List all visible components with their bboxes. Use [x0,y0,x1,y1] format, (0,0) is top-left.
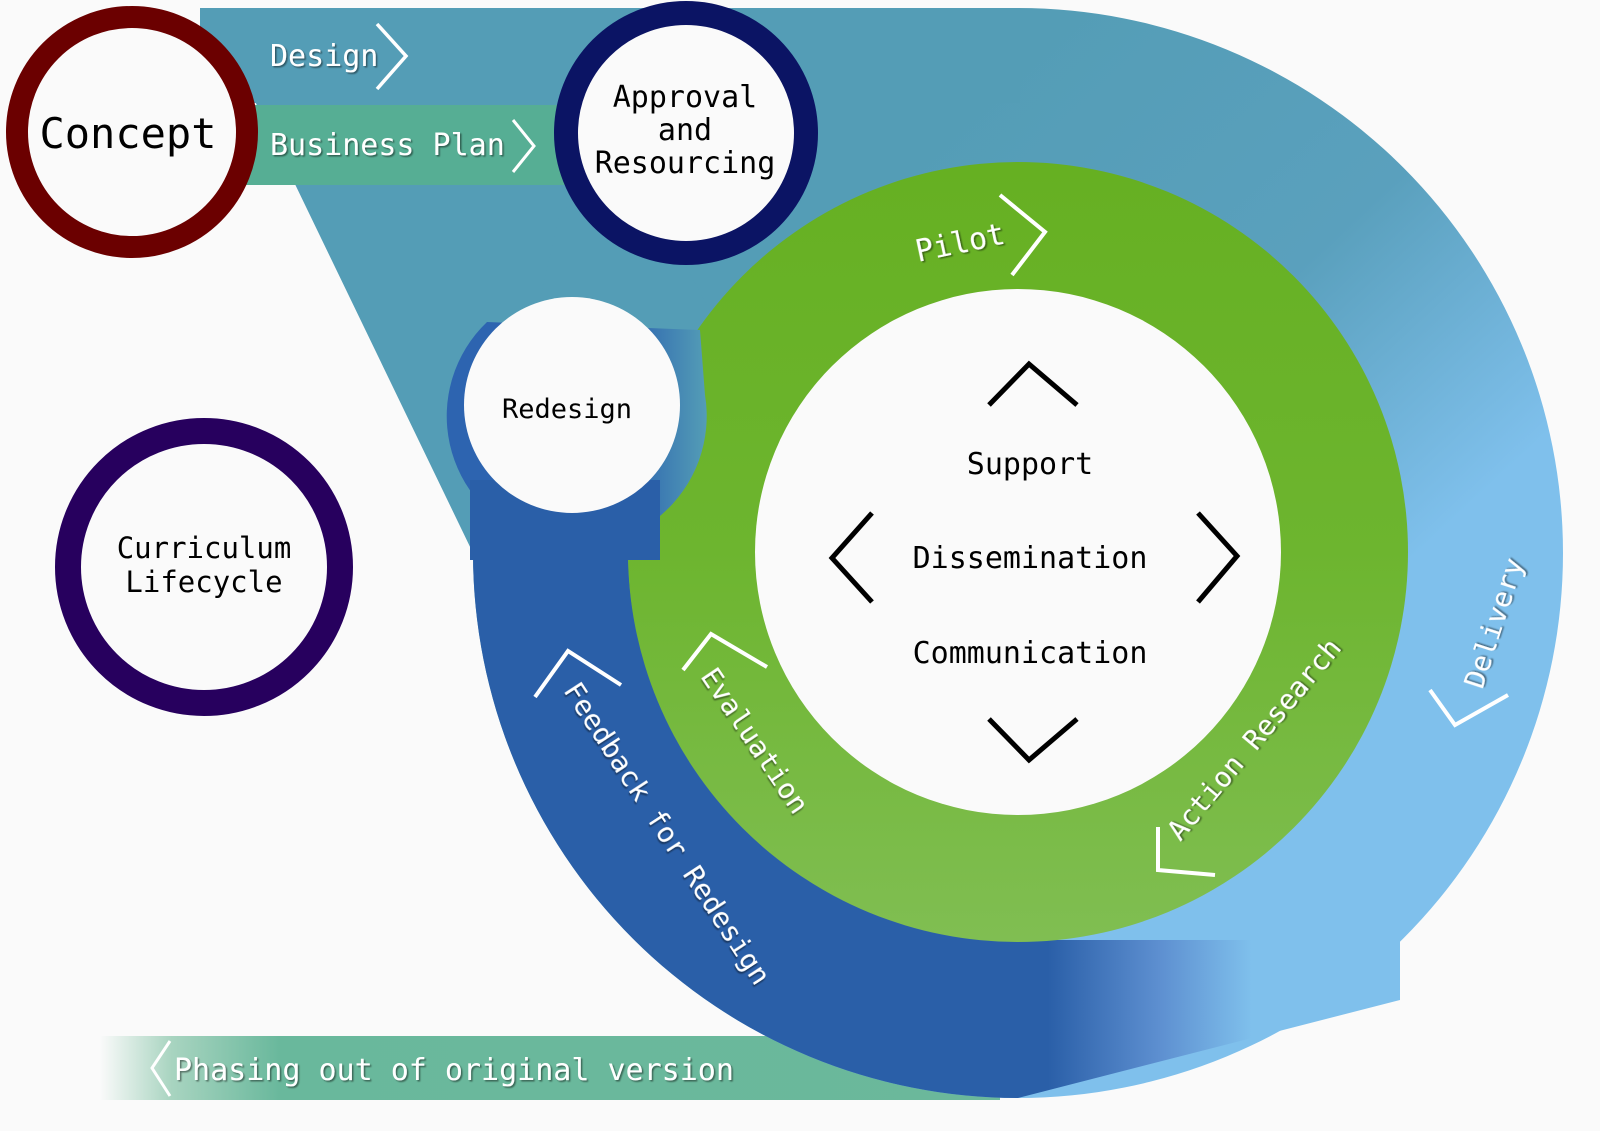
approval-label-line-2: and [658,113,712,148]
business-plan-label: Business Plan [270,128,505,163]
chevron-right-icon [998,193,1048,277]
chevron-right-icon [1196,511,1241,604]
center-content: Support Dissemination Communication [828,360,1241,764]
redesign-node: Redesign [446,297,707,560]
chevron-left-icon [828,511,874,604]
chevron-up-left-icon [681,631,769,672]
redesign-label: Redesign [502,394,632,425]
chevron-up-icon [987,360,1079,407]
phasing-out-label: Phasing out of original version [174,1053,734,1088]
design-label: Design [270,39,378,74]
chevron-right-icon [375,22,409,91]
concept-label: Concept [39,109,216,158]
chevron-up-left-icon [533,648,623,699]
center-item-support: Support [967,447,1093,482]
lifecycle-label-line-2: Lifecycle [125,565,282,599]
approval-label-line-1: Approval [613,80,758,115]
chevron-down-left-icon [1428,688,1509,728]
business-plan-band [200,105,580,185]
lifecycle-node: Curriculum Lifecycle [55,418,353,716]
center-item-dissemination: Dissemination [913,541,1148,576]
concept-node: Concept [6,6,258,258]
chevron-right-icon [511,119,536,173]
approval-label-line-3: Resourcing [595,146,776,181]
center-circle [755,289,1281,815]
chevron-down-left-icon [1156,827,1216,877]
chevron-left-icon [150,1040,172,1097]
lifecycle-label-line-1: Curriculum [117,531,292,565]
center-item-communication: Communication [913,636,1148,671]
approval-node: Approval and Resourcing [554,1,818,265]
chevron-down-icon [987,717,1079,764]
